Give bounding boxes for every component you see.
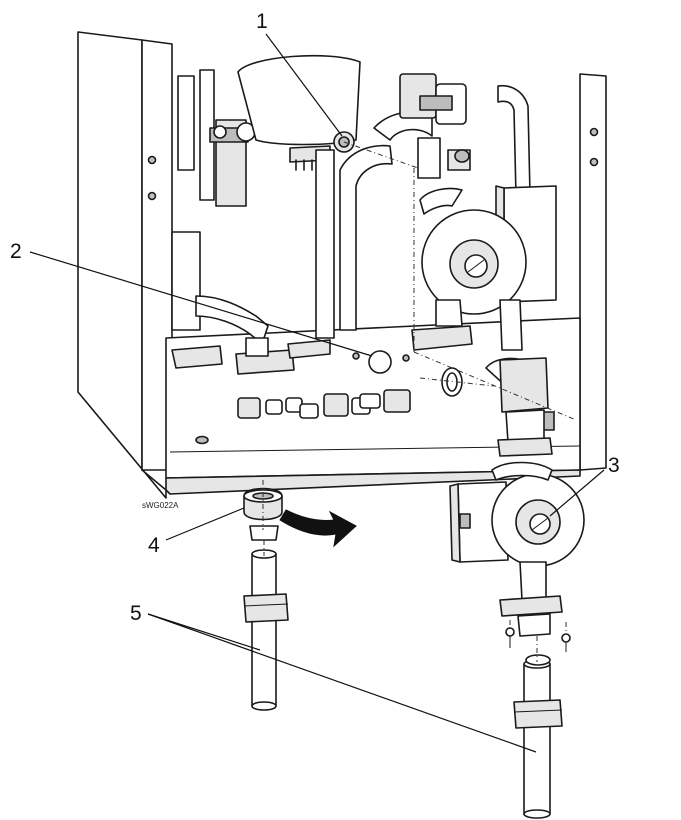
callout-1: 1 (256, 10, 268, 33)
pump-flange (411, 325, 473, 351)
leader-2 (29, 251, 373, 357)
fitting-nuts (237, 389, 411, 419)
internal-pipework (171, 54, 531, 345)
blanking-plug-hole (368, 350, 392, 374)
leader-1 (265, 33, 343, 137)
pump-outlet-flange (499, 595, 563, 617)
callout-4: 4 (148, 534, 160, 557)
rotation-arrow-icon (279, 509, 357, 548)
leader-4 (165, 507, 245, 541)
replacement-pump (449, 461, 585, 652)
callout-3: 3 (608, 454, 620, 477)
pipe-right-nut (513, 699, 563, 729)
bottom-fittings (171, 337, 555, 457)
installed-pump (411, 185, 557, 351)
leader-3 (549, 469, 605, 517)
figure-code: sWG022A (142, 501, 179, 510)
callout-5: 5 (130, 602, 142, 625)
leader-5b (147, 613, 537, 753)
assembly-axes (262, 141, 577, 662)
pipe-left-nut (243, 593, 289, 623)
leader-5a (147, 613, 261, 651)
callout-2: 2 (10, 240, 22, 263)
leader-lines (29, 33, 605, 753)
pipe-left (243, 525, 289, 711)
pipe-right (513, 654, 563, 819)
